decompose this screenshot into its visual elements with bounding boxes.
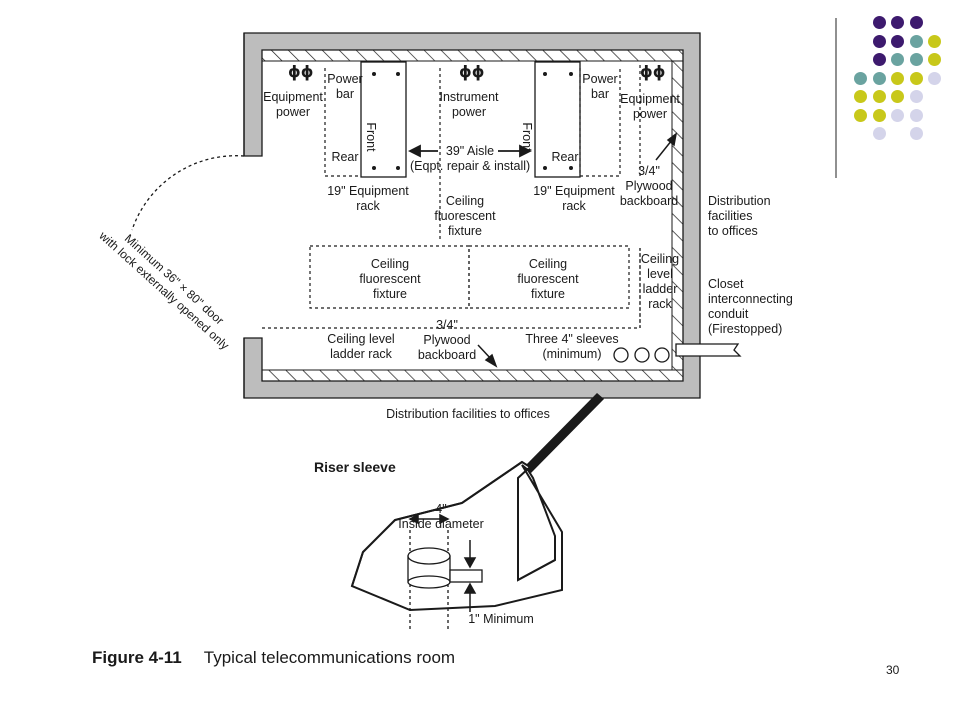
decor-dot-lime [872,108,886,122]
power-outlet-icon: ɸɸ ɸɸ ɸɸ [288,62,665,81]
closet-conduit [675,343,742,357]
decor-dot-lavender [891,108,904,122]
door-swing-arc [131,155,245,231]
decor-dot-lime [928,34,941,48]
decor-dot-purple [872,34,886,48]
svg-text:ɸɸ: ɸɸ [640,62,665,81]
equipment-rack-left [360,61,407,178]
label-riser-sleeve: Riser sleeve [314,459,396,475]
decor-dot-lavender [872,127,886,140]
aisle-arrow [407,144,533,158]
decor-dot-lavender [909,127,923,140]
decor-dot-lavender [909,108,923,122]
one-inch-minimum-arrows [463,540,477,612]
decor-dot-teal [909,34,923,48]
label-sleeves: Three 4" sleeves(minimum) [525,332,619,361]
decor-dot-purple [891,34,904,48]
figure-title: Typical telecommunications room [203,648,456,667]
decor-dot-lavender [909,90,923,103]
decor-dot-purple [872,16,886,29]
power-bar-right-outline [579,68,621,177]
plywood-backboard-right [671,60,684,371]
inside-diameter-arrow [408,513,450,525]
decor-dot-teal [909,53,923,66]
decor-dot-teal [854,71,867,85]
figure-number: Figure 4-11 [92,648,182,667]
power-bar-left-outline [324,68,361,177]
figure-caption: Figure 4-11 Typical telecommunications ro… [92,648,455,668]
decor-dot-teal [891,53,904,66]
sleeves [613,347,670,363]
label-inside-diameter: 4"Inside diameter [398,502,484,531]
riser-sleeve-illustration [350,460,563,612]
riser-pipe [524,393,604,473]
decor-dot-lime [854,90,867,103]
decor-dot-lime [854,108,867,122]
svg-text:ɸɸ: ɸɸ [459,62,484,81]
svg-text:ɸɸ: ɸɸ [288,62,313,81]
decor-dot-lime [891,71,904,85]
equipment-rack-right [534,61,581,178]
decor-dot-lime [891,90,904,103]
plywood-backboard-bottom [261,369,684,382]
label-aisle: 39" Aisle(Eqpt. repair & install) [410,144,531,173]
plywood-arrow-bottom [477,344,498,368]
decor-dot-lime [872,90,886,103]
label-front-left: Front [364,122,378,152]
plywood-backboard-top [261,49,684,62]
decor-dot-lime [928,53,941,66]
decor-dot-purple [891,16,904,29]
decor-dot-teal [872,71,886,85]
decor-dot-purple [909,16,923,29]
label-one-inch-minimum: 1" Minimum [468,612,534,626]
plywood-arrow-right [655,132,678,161]
decor-dot-lime [909,71,923,85]
decor-dot-lavender [928,71,941,85]
label-rear-left: Rear [331,150,359,164]
page-number: 30 [886,663,900,677]
decorative-dot-grid [840,14,950,164]
label-distribution-bottom: Distribution facilities to offices [386,407,550,421]
label-rear-right: Rear [551,150,579,164]
ceiling-fixture-left-outline [309,245,470,309]
riser-sleeve-pipe [407,530,483,630]
ceiling-fixture-right-outline [468,245,630,309]
decor-dot-purple [872,53,886,66]
